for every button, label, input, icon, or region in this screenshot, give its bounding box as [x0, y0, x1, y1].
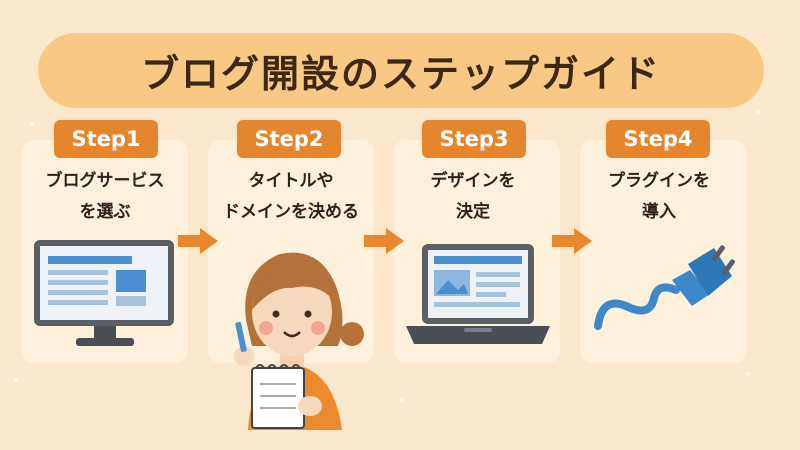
background-dot [746, 372, 750, 376]
step-label-2-line1: タイトルや [248, 171, 334, 191]
step-label-1: ブログサービス を選ぶ [10, 166, 200, 228]
step-label-3-line2: 決定 [456, 202, 490, 222]
background-dot [400, 398, 404, 402]
step-label-1-line1: ブログサービス [45, 171, 165, 191]
plug-icon [594, 245, 735, 330]
step-badge-1: Step1 [54, 120, 158, 158]
arrow-right-icon [178, 228, 218, 254]
step-badge-2: Step2 [237, 120, 341, 158]
step-label-3: デザインを 決定 [378, 166, 568, 228]
monitor-icon [34, 240, 174, 346]
background-dot [756, 110, 760, 114]
woman-writing-illustration [234, 252, 364, 430]
step-label-2-line2: ドメインを決める [223, 202, 359, 222]
background-dot [30, 122, 34, 126]
page-title: ブログ開設のステップガイド [140, 52, 661, 96]
arrow-right-icon [364, 228, 404, 254]
arrow-right-icon [552, 228, 592, 254]
laptop-icon [406, 244, 550, 344]
step-label-4: プラグインを 導入 [564, 166, 754, 228]
title-banner: ブログ開設のステップガイド [38, 33, 764, 108]
step-label-4-line2: 導入 [642, 202, 676, 222]
step-badge-4: Step4 [606, 120, 710, 158]
step-label-2: タイトルや ドメインを決める [196, 166, 386, 228]
step-badge-3: Step3 [422, 120, 526, 158]
step-label-1-line2: を選ぶ [79, 202, 131, 222]
step-label-3-line1: デザインを [430, 171, 516, 191]
background-dot [14, 378, 18, 382]
step-label-4-line1: プラグインを [608, 171, 710, 191]
